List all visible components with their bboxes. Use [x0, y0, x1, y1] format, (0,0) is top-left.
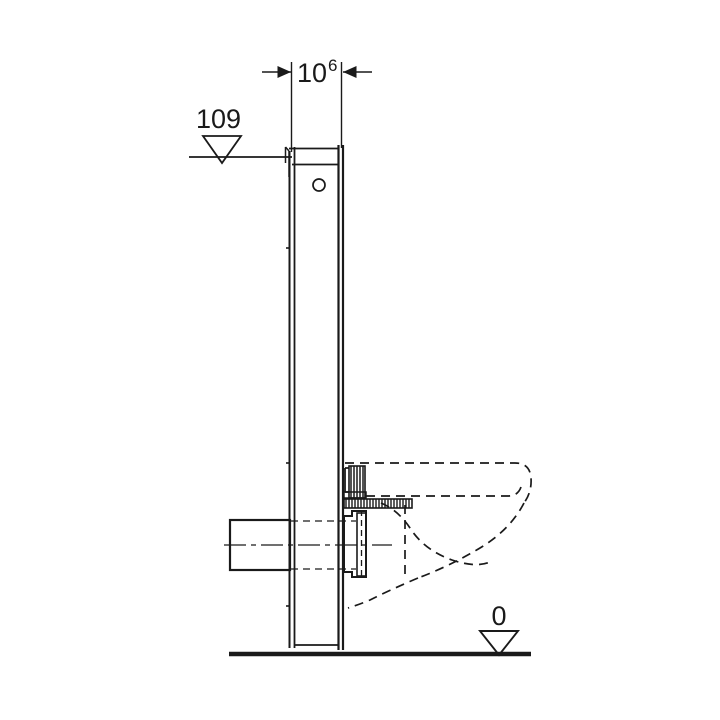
waste-pipe-stub-group	[224, 518, 392, 572]
level-109-triangle-icon	[201, 135, 243, 165]
flush-pipe-connector-group	[343, 510, 367, 578]
threaded-bar	[343, 498, 413, 509]
wc-fixing-bolt-group	[343, 465, 413, 509]
wc-outline-inner-rim	[366, 486, 522, 497]
module-top-notch	[284, 146, 290, 177]
level-109-label: 109	[196, 104, 241, 134]
level-0-triangle-icon	[478, 630, 520, 657]
wc-outline-underside	[347, 577, 419, 609]
sanitary-module-body	[284, 145, 345, 650]
wc-outline-bowl-body	[380, 502, 491, 566]
level-marker-0-group: 0	[478, 601, 520, 657]
wc-outline-bowl-right	[417, 502, 525, 579]
wc-outline-group	[345, 462, 532, 609]
level-marker-109-group: 109	[189, 104, 292, 165]
threaded-bar-hatch	[345, 499, 410, 508]
level-0-label: 0	[491, 601, 506, 631]
bolt-thread-hatch	[350, 466, 364, 498]
connector-outer-profile	[343, 510, 367, 578]
dimension-depth-group: 10 6	[262, 56, 372, 152]
wc-outline-top-rim	[345, 462, 532, 504]
dimension-depth-superscript: 6	[328, 56, 337, 75]
dimension-depth-value: 10	[297, 58, 327, 88]
bolt-flange	[343, 491, 367, 499]
fixing-hole-icon	[312, 178, 326, 192]
